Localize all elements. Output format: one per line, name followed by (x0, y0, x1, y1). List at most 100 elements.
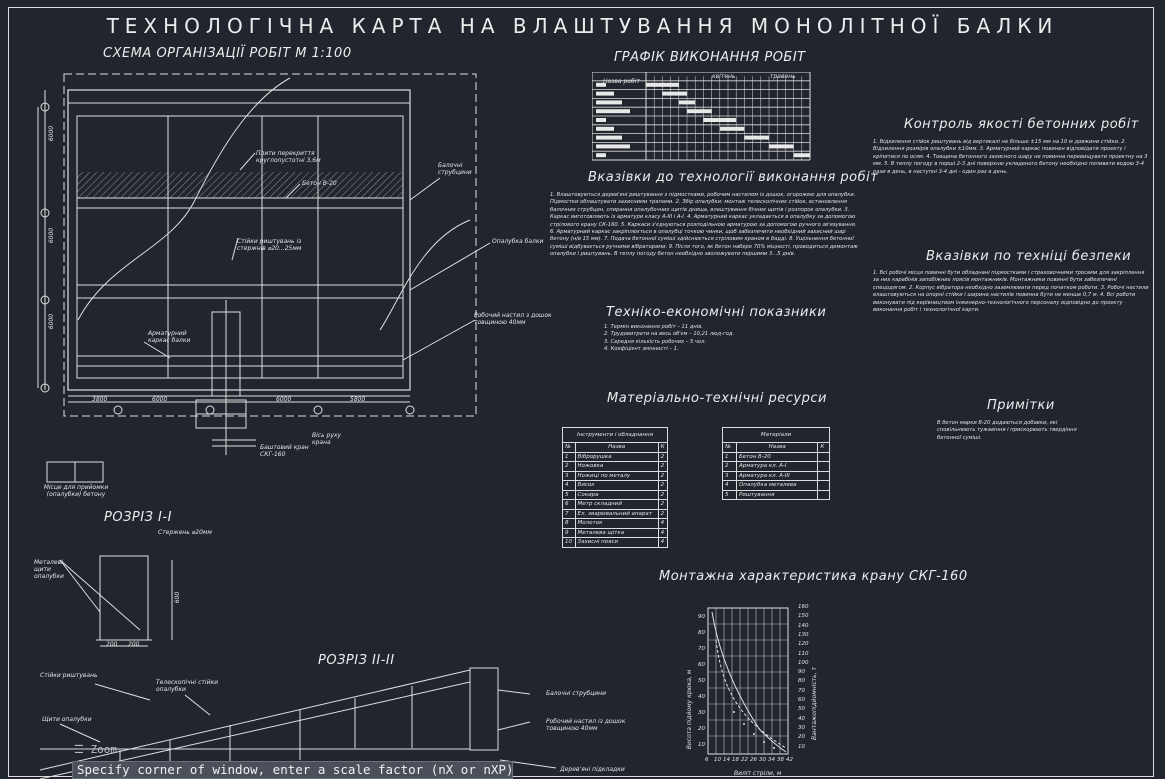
tech-text: 1. Влаштовуються дерев'яні риштування з … (550, 192, 858, 258)
tools-header-name: Назва (574, 442, 659, 453)
crane-y-right-tick: 80 (798, 678, 805, 685)
section-1 (59, 555, 173, 647)
materials-cell: 4 (722, 480, 737, 491)
tools-cell: Молоток (574, 518, 659, 529)
quality-title: Контроль якості бетонних робіт (904, 117, 1139, 132)
safety-title: Вказівки по техніці безпеки (926, 249, 1132, 264)
schedule-bar (646, 82, 679, 87)
schedule-bar (703, 118, 737, 122)
tools-cell: 4 (657, 518, 669, 529)
s1-dim-1: 200 (106, 641, 118, 648)
tools-header-no: № (562, 442, 576, 453)
schedule-bar (719, 126, 745, 131)
schedule-bar (687, 109, 712, 114)
label-reinf: Арматурний каркас балки (148, 330, 191, 344)
dim-v-3: 6000 (48, 313, 56, 330)
crane-y-left-label: Висота підйому крюка, м (686, 669, 694, 750)
s2-label-shields: Щити опалубки (42, 716, 92, 723)
materials-cell: Риштування (735, 489, 819, 500)
materials-cell: Арматура кл. А-ІІІ (735, 470, 819, 481)
crane-y-left-tick: 20 (698, 726, 705, 732)
notes-text: В бетон марки В-20 додаються добавки, як… (937, 420, 1077, 441)
teo-item: 2. Трудовитрати на весь об'єм – 10,21 лю… (604, 331, 735, 338)
crane-y-right-tick: 160 (798, 604, 809, 610)
resources-title: Матеріально-технічні ресурси (607, 391, 827, 406)
tools-title: Інструменти і обладнання (562, 427, 668, 443)
scheme-title: СХЕМА ОРГАНІЗАЦІЇ РОБІТ М 1:100 (103, 46, 352, 61)
s2-label-deck: Робочий настил із дошок товщиною 40мм (546, 718, 626, 732)
tools-cell: 2 (657, 461, 669, 472)
tools-cell: 2 (657, 489, 669, 500)
section1-title: РОЗРІЗ І-І (104, 510, 172, 525)
crane-y-left-tick: 30 (698, 710, 705, 716)
crane-y-right-label: Вантажопідйомність, т (811, 666, 819, 741)
crane-y-right-tick: 90 (798, 669, 805, 676)
dim-h-2: 6000 (152, 396, 168, 403)
materials-cell (817, 480, 830, 491)
schedule-bar (596, 118, 606, 122)
tools-cell: Метр складний (574, 499, 659, 510)
sheet-frame (8, 7, 1154, 777)
tools-cell: 8 (562, 518, 576, 529)
tools-cell: 2 (657, 451, 669, 462)
dim-v-1: 6000 (48, 125, 56, 142)
schedule-title: ГРАФІК ВИКОНАННЯ РОБІТ (614, 50, 806, 65)
crane-x-tick: 30 (759, 757, 766, 763)
crane-y-right-tick: 60 (798, 697, 805, 703)
schedule-month-1: квітень (712, 73, 736, 80)
crane-chart-grid (707, 607, 789, 755)
materials-cell: Бетон В-20 (735, 451, 819, 462)
label-crane: Баштовий кран СКГ-160 (260, 444, 309, 458)
section2-title: РОЗРІЗ ІІ-ІІ (318, 653, 395, 668)
tools-header-qty: К (657, 442, 669, 453)
materials-cell: 5 (722, 489, 737, 500)
crane-y-right-tick: 30 (798, 724, 805, 731)
tools-cell: 2 (562, 461, 576, 472)
crane-y-right-tick: 10 (798, 743, 805, 750)
crane-y-left-tick: 10 (698, 742, 705, 748)
tools-cell: Сокира (574, 489, 659, 500)
schedule-grid (592, 72, 811, 161)
tools-cell: Захисні пояси (574, 537, 659, 548)
schedule-bar (596, 91, 614, 96)
tools-cell: 2 (657, 499, 669, 510)
crane-y-right-tick: 50 (798, 706, 805, 713)
schedule-bar (769, 144, 794, 149)
tools-cell: Металева щітка (574, 527, 659, 538)
section-2 (39, 667, 557, 779)
label-concrete: Бетон В-20 (302, 180, 337, 187)
tools-cell: 10 (562, 537, 576, 548)
label-formwork-struts: Балочні струбцини (438, 162, 472, 176)
materials-cell: 3 (722, 470, 737, 481)
teo-title: Техніко-економічні показники (606, 305, 827, 320)
crane-y-right-tick: 120 (798, 641, 809, 648)
s1-dim-2: 200 (128, 641, 140, 648)
s1-dim-height: 600 (174, 591, 182, 604)
tools-cell: 4 (657, 537, 669, 548)
tools-cell: Ножиці по металу (574, 470, 659, 481)
materials-cell: 1 (722, 451, 737, 462)
command-line-prompt[interactable]: Specify corner of window, enter a scale … (72, 761, 513, 779)
crane-x-tick: 14 (723, 757, 730, 763)
crane-y-right-tick: 70 (798, 687, 805, 694)
crane-y-right-tick: 110 (798, 650, 809, 657)
teo-item: 1. Термін виконання робіт – 11 днів. (604, 324, 703, 330)
crane-x-tick: 38 (777, 757, 784, 763)
label-beam-formwork: Опалубка балки (492, 238, 544, 245)
scheme-plan (37, 73, 491, 483)
crane-x-tick: 42 (786, 757, 793, 763)
crane-x-tick: 34 (768, 757, 775, 763)
